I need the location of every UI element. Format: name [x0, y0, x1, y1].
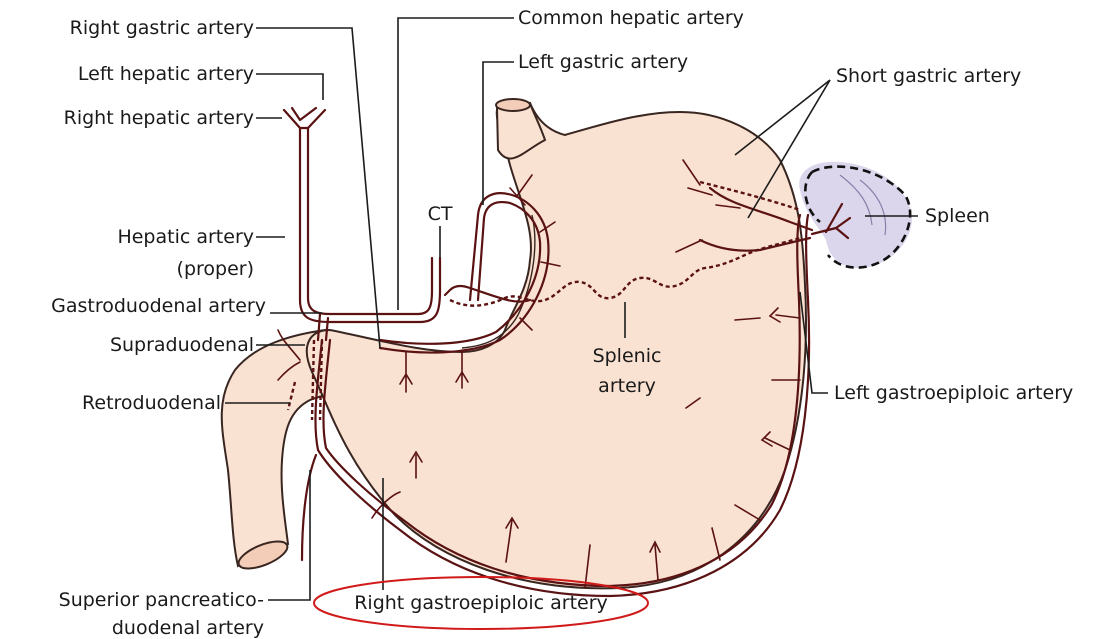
label-splenic-artery: Splenic — [593, 345, 662, 367]
esophagus-opening — [496, 99, 530, 111]
label-right-gastric-artery: Right gastric artery — [70, 17, 254, 39]
label-left-gastroepiploic-artery: Left gastroepiploic artery — [834, 382, 1073, 404]
label-ct: CT — [428, 203, 453, 225]
label-retroduodenal: Retroduodenal — [82, 392, 221, 414]
label-gastroduodenal-artery: Gastroduodenal artery — [51, 295, 266, 317]
label-left-hepatic-artery: Left hepatic artery — [78, 63, 254, 85]
label-hepatic-artery-proper: (proper) — [177, 258, 254, 280]
label-superior-pancreaticoduodenal: Superior pancreatico- — [59, 589, 264, 611]
label-short-gastric-artery: Short gastric artery — [836, 65, 1021, 87]
label-hepatic-artery: Hepatic artery — [117, 226, 254, 248]
label-left-gastric-artery: Left gastric artery — [518, 51, 688, 73]
label-supraduodenal: Supraduodenal — [110, 334, 254, 356]
label-right-gastroepiploic-artery: Right gastroepiploic artery — [354, 592, 608, 614]
hepatic-artery-tree — [284, 108, 530, 340]
spleen — [799, 162, 912, 268]
label-splenic-artery-2: artery — [598, 375, 656, 397]
label-spleen: Spleen — [925, 205, 990, 227]
label-right-hepatic-artery: Right hepatic artery — [64, 107, 254, 129]
label-common-hepatic-artery: Common hepatic artery — [518, 7, 744, 29]
label-superior-pancreaticoduodenal-2: duodenal artery — [112, 617, 264, 639]
